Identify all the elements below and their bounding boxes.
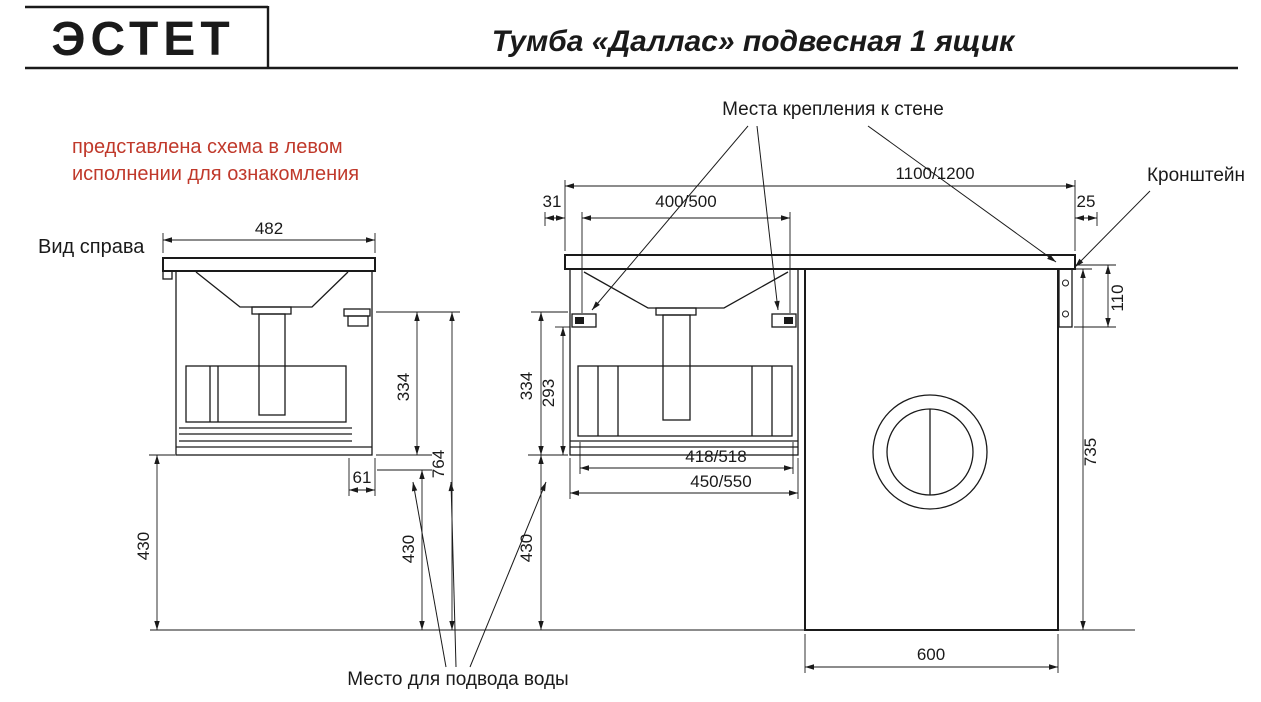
dim-1100-1200-label: 1100/1200: [895, 164, 974, 183]
front-drain-pipe: [662, 314, 691, 421]
bracket-hole-top: [1062, 279, 1069, 287]
side-drain-flange: [251, 306, 292, 315]
dim-450-550-label: 450/550: [690, 472, 751, 491]
dim-61-label: 61: [353, 468, 372, 487]
side-sink-basin: [195, 271, 349, 308]
dim-25-label: 25: [1077, 192, 1096, 211]
water-supply-label: Место для подвода воды: [347, 669, 568, 690]
dim-110-label: 110: [1108, 284, 1127, 311]
side-wall-bracket-lower: [347, 315, 369, 327]
red-note: представлена схема в левом исполнении дл…: [72, 136, 359, 185]
washing-machine-body: [804, 268, 1059, 631]
front-countertop: [564, 254, 1076, 270]
side-drawer: [185, 365, 347, 423]
dim-600: 600: [804, 634, 1059, 673]
dim-418-518: 418/518: [579, 442, 794, 474]
bracket-callout: Кронштейн: [1074, 165, 1245, 268]
bracket-hole-bottom: [1062, 310, 1069, 318]
dim-1100-1200: 1100/1200: [564, 164, 1076, 251]
dim-front-334-label: 334: [517, 372, 536, 400]
side-view-drawing: [162, 257, 376, 456]
side-wall-bracket: [343, 308, 371, 317]
page-title: Тумба «Даллас» подвесная 1 ящик: [492, 25, 1016, 58]
dim-side-430-left-label: 430: [134, 532, 153, 560]
dim-side-430-left: 430: [134, 454, 175, 630]
header: ЭСТЕТ Тумба «Даллас» подвесная 1 ящик: [25, 5, 1238, 70]
front-drain-flange: [655, 307, 697, 316]
dim-400-500-label: 400/500: [655, 192, 716, 211]
dim-front-334: 334: [517, 311, 568, 456]
side-view-label: Вид справа: [38, 236, 145, 258]
dim-418-518-label: 418/518: [685, 447, 746, 466]
dim-293: 293: [539, 326, 570, 455]
note-line-2: исполнении для ознакомления: [72, 163, 359, 185]
side-cabinet-body: [175, 270, 373, 456]
washing-machine-drawing: [804, 268, 1059, 631]
side-countertop: [162, 257, 376, 272]
front-sink-basin: [583, 271, 789, 309]
wall-mount-label: Места крепления к стене: [722, 99, 944, 120]
bracket-label: Кронштейн: [1147, 165, 1245, 186]
washing-machine-door-outer: [872, 394, 988, 510]
front-view-drawing: [564, 254, 1076, 456]
dim-110: 110: [1074, 264, 1127, 328]
dim-side-430-right-label: 430: [399, 535, 418, 563]
dim-764-label: 764: [429, 450, 448, 478]
dim-482: 482: [162, 219, 376, 253]
dim-735: 735: [1072, 268, 1100, 630]
dim-front-430-label: 430: [517, 534, 536, 562]
dim-25: 25: [1075, 192, 1098, 226]
bracket-body: [1058, 268, 1073, 328]
dim-764: 764: [429, 312, 455, 630]
dim-side-430-right: 430: [377, 469, 432, 630]
side-countertop-lip: [162, 270, 173, 280]
dim-450-550: 450/550: [569, 458, 799, 499]
front-mount-bracket-right: [771, 313, 797, 328]
dim-293-label: 293: [539, 379, 558, 407]
dim-front-430: 430: [517, 455, 544, 630]
dim-735-label: 735: [1081, 438, 1100, 466]
wall-mount-callout: Места крепления к стене: [591, 99, 1057, 311]
dim-side-334: 334: [376, 311, 460, 456]
brand-logo: ЭСТЕТ: [51, 13, 234, 66]
dim-31-label: 31: [543, 192, 562, 211]
front-mount-bracket-left: [571, 313, 597, 328]
dim-600-label: 600: [917, 645, 945, 664]
water-supply-callout: Место для подвода воды: [347, 481, 569, 690]
dim-400-500: 400/500: [581, 192, 791, 313]
wall-bracket-drawing: [1058, 268, 1073, 328]
dim-61: 61: [348, 458, 376, 496]
side-drain-pipe: [258, 313, 286, 416]
front-cabinet-body: [569, 268, 799, 456]
dim-31: 31: [543, 192, 565, 226]
dim-side-334-label: 334: [394, 373, 413, 401]
note-line-1: представлена схема в левом: [72, 136, 343, 158]
dim-482-label: 482: [255, 219, 283, 238]
front-drawer: [577, 365, 793, 437]
